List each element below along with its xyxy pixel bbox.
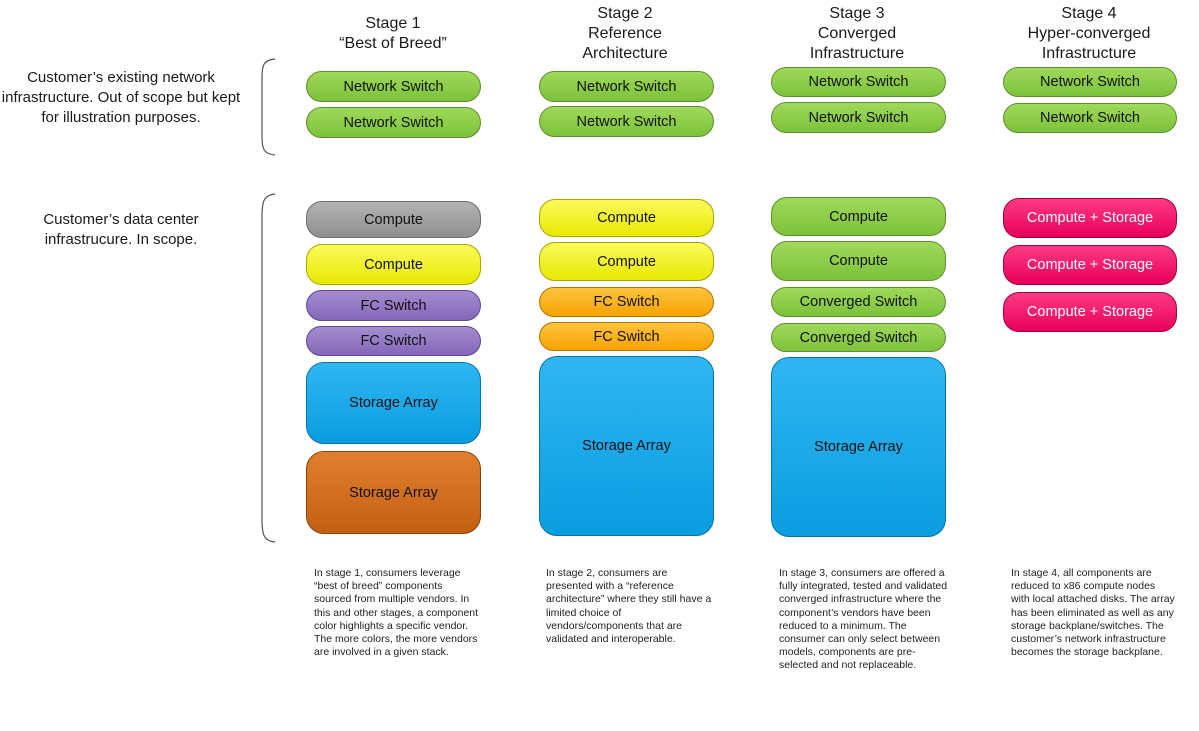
stage-1-description: In stage 1, consumers leverage “best of … — [314, 567, 479, 659]
datacenter-scope-label: Customer’s data center infrastrucure. In… — [43, 211, 199, 248]
stage-3-converged-switch-2: Converged Switch — [771, 323, 946, 352]
stage-3-title: Stage 3 Converged Infrastructure — [809, 5, 905, 62]
stage-4-compute-storage-2: Compute + Storage — [1003, 245, 1177, 285]
stage-4-compute-storage-3: Compute + Storage — [1003, 292, 1177, 332]
stage-1-compute-2: Compute — [306, 244, 481, 285]
stage-1-network-switch-2: Network Switch — [306, 107, 481, 138]
stage-1-storage-array-2: Storage Array — [306, 451, 481, 534]
stage-2-fc-switch-1: FC Switch — [539, 287, 714, 317]
stage-3-compute-1: Compute — [771, 197, 946, 236]
stage-3-storage-array: Storage Array — [771, 357, 946, 537]
stage-1-fc-switch-2: FC Switch — [306, 326, 481, 356]
datacenter-scope-brace — [261, 193, 276, 543]
network-scope-brace — [261, 58, 276, 156]
stage-2-network-switch-1: Network Switch — [539, 71, 714, 102]
stage-4-network-switch-1: Network Switch — [1003, 67, 1177, 97]
stage-2-compute-1: Compute — [539, 199, 714, 237]
stage-1-network-switch-1: Network Switch — [306, 71, 481, 102]
stage-3-compute-2: Compute — [771, 241, 946, 281]
stage-2-description: In stage 2, consumers are presented with… — [546, 567, 712, 646]
stage-1-fc-switch-1: FC Switch — [306, 290, 481, 321]
stage-1-compute-1: Compute — [306, 201, 481, 238]
stage-3-network-switch-2: Network Switch — [771, 102, 946, 133]
stage-1-title: Stage 1 “Best of Breed” — [339, 15, 447, 52]
stage-2-network-switch-2: Network Switch — [539, 106, 714, 137]
stage-1-storage-array-1: Storage Array — [306, 362, 481, 444]
stage-4-network-switch-2: Network Switch — [1003, 103, 1177, 133]
stage-2-compute-2: Compute — [539, 242, 714, 281]
stage-2-fc-switch-2: FC Switch — [539, 322, 714, 351]
stage-3-description: In stage 3, consumers are offered a full… — [779, 567, 948, 672]
stage-2-title: Stage 2 Reference Architecture — [582, 5, 668, 62]
stage-4-compute-storage-1: Compute + Storage — [1003, 198, 1177, 238]
stage-2-storage-array: Storage Array — [539, 356, 714, 536]
stage-3-network-switch-1: Network Switch — [771, 67, 946, 97]
stage-4-title: Stage 4 Hyper-converged Infrastructure — [1027, 5, 1151, 62]
network-scope-label: Customer’s existing network infrastructu… — [1, 69, 241, 126]
stage-3-converged-switch-1: Converged Switch — [771, 287, 946, 317]
stage-4-description: In stage 4, all components are reduced t… — [1011, 567, 1175, 659]
